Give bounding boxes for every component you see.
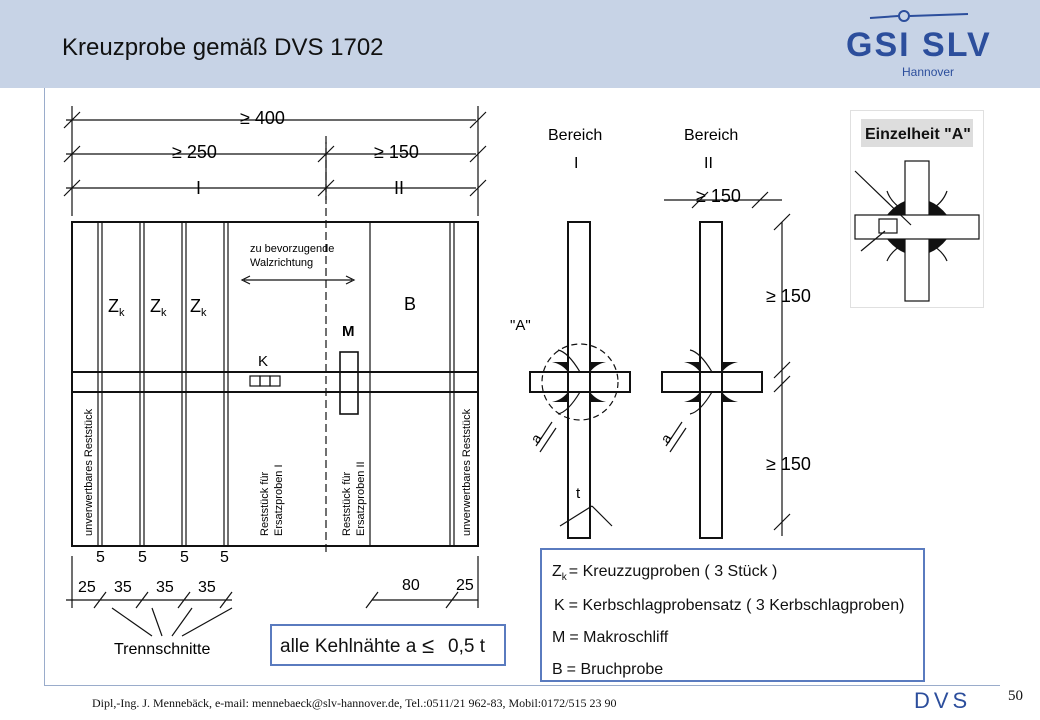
b-label: B	[404, 294, 416, 314]
dim-total-label: ≥ 400	[240, 108, 285, 128]
m-label: M	[342, 323, 355, 340]
detail-title: Einzelheit "A"	[865, 126, 971, 143]
bereich2-label: Bereich	[684, 127, 738, 144]
header-band	[0, 0, 1040, 88]
weld-a-label-2: a	[657, 431, 675, 446]
section1-plate	[567, 221, 591, 539]
note-prefix: alle Kehlnähte a	[280, 636, 417, 657]
gsi-slv-logo: GSI SLV Hannover	[846, 10, 992, 79]
rest-right-label: unverwertbares Reststück	[461, 408, 473, 536]
rest-region1-l2: Ersatzproben I	[273, 464, 285, 536]
dim-region1-label: ≥ 250	[172, 142, 217, 162]
zk-label-3: Zk	[190, 296, 207, 319]
bottom-dim-3: 35	[156, 579, 174, 596]
section1-flange	[529, 371, 631, 393]
bottom-right-dim-1: 80	[402, 577, 420, 594]
slide-title: Kreuzprobe gemäß DVS 1702	[62, 34, 384, 61]
region1-label: I	[196, 178, 201, 198]
dim-region2-label: ≥ 150	[374, 142, 419, 162]
logo-main-text: GSI SLV	[846, 26, 992, 64]
rest-region2-l2: Ersatzproben II	[355, 461, 367, 536]
plate-outline	[71, 221, 479, 547]
bottom-dim-4: 35	[198, 579, 216, 596]
bereich2-num: II	[704, 155, 713, 172]
cut-width-2: 5	[138, 549, 147, 566]
legend-item-b: B= Bruchprobe	[552, 661, 663, 678]
dim-150-mid: ≥ 150	[766, 286, 811, 306]
legend-box: Zk= Kreuzzugproben ( 3 Stück ) K= Kerbsc…	[540, 548, 925, 682]
section2-plate	[699, 221, 723, 539]
section2-flange	[661, 371, 763, 393]
detail-a-circle	[541, 343, 619, 421]
region2-label: II	[394, 178, 404, 198]
weld-a-label-1: a	[527, 431, 545, 446]
zk-label-2: Zk	[150, 296, 167, 319]
page-number: 50	[1008, 688, 1023, 704]
dvs-logo-text: DVS	[914, 688, 971, 712]
note-relation: ≤	[422, 633, 434, 658]
note-value: 0,5 t	[448, 636, 486, 657]
dim-150-top: ≥ 150	[696, 186, 741, 206]
macro-specimen	[339, 351, 359, 415]
bottom-right-dim-2: 25	[456, 577, 474, 594]
detail-a-panel: Einzelheit "A"	[850, 110, 984, 308]
bottom-dim-1: 25	[78, 579, 96, 596]
logo-arc-icon	[869, 13, 969, 19]
rest-region2-l1: Reststück für	[341, 471, 353, 536]
trennschnitte-label: Trennschnitte	[114, 641, 210, 658]
legend-item-k: K= Kerbschlagprobensatz ( 3 Kerbschlagpr…	[554, 597, 904, 614]
dim-150-low: ≥ 150	[766, 454, 811, 474]
rolling-hint-2: Walzrichtung	[250, 257, 313, 269]
footer-contact: Dipl,-Ing. J. Mennebäck, e-mail: menneba…	[92, 696, 617, 710]
detail-ref-label: "A"	[510, 317, 531, 334]
dvs-logo: DVS	[914, 688, 971, 712]
cut-width-4: 5	[220, 549, 229, 566]
bereich1-num: I	[574, 155, 578, 172]
fillet-weld-note: alle Kehlnähte a ≤ 0,5 t	[270, 624, 506, 666]
rolling-hint-1: zu bevorzugende	[250, 243, 334, 255]
thickness-t-label: t	[576, 485, 581, 502]
zk-label-1: Zk	[108, 296, 125, 319]
technical-drawing: ≥ 400 ≥ 250 ≥ 150 I II zu bevorzugende W…	[63, 106, 811, 658]
cut-width-3: 5	[180, 549, 189, 566]
rest-region1-l1: Reststück für	[259, 471, 271, 536]
legend-item-zk: Zk= Kreuzzugproben ( 3 Stück )	[552, 563, 777, 583]
logo-ring-icon	[898, 10, 910, 22]
k-label: K	[258, 353, 268, 370]
rest-left-label: unverwertbares Reststück	[83, 408, 95, 536]
bereich1-label: Bereich	[548, 127, 602, 144]
bottom-dim-2: 35	[114, 579, 132, 596]
legend-item-m: M= Makroschliff	[552, 629, 669, 646]
cut-width-1: 5	[96, 549, 105, 566]
logo-sub-text: Hannover	[902, 65, 954, 79]
